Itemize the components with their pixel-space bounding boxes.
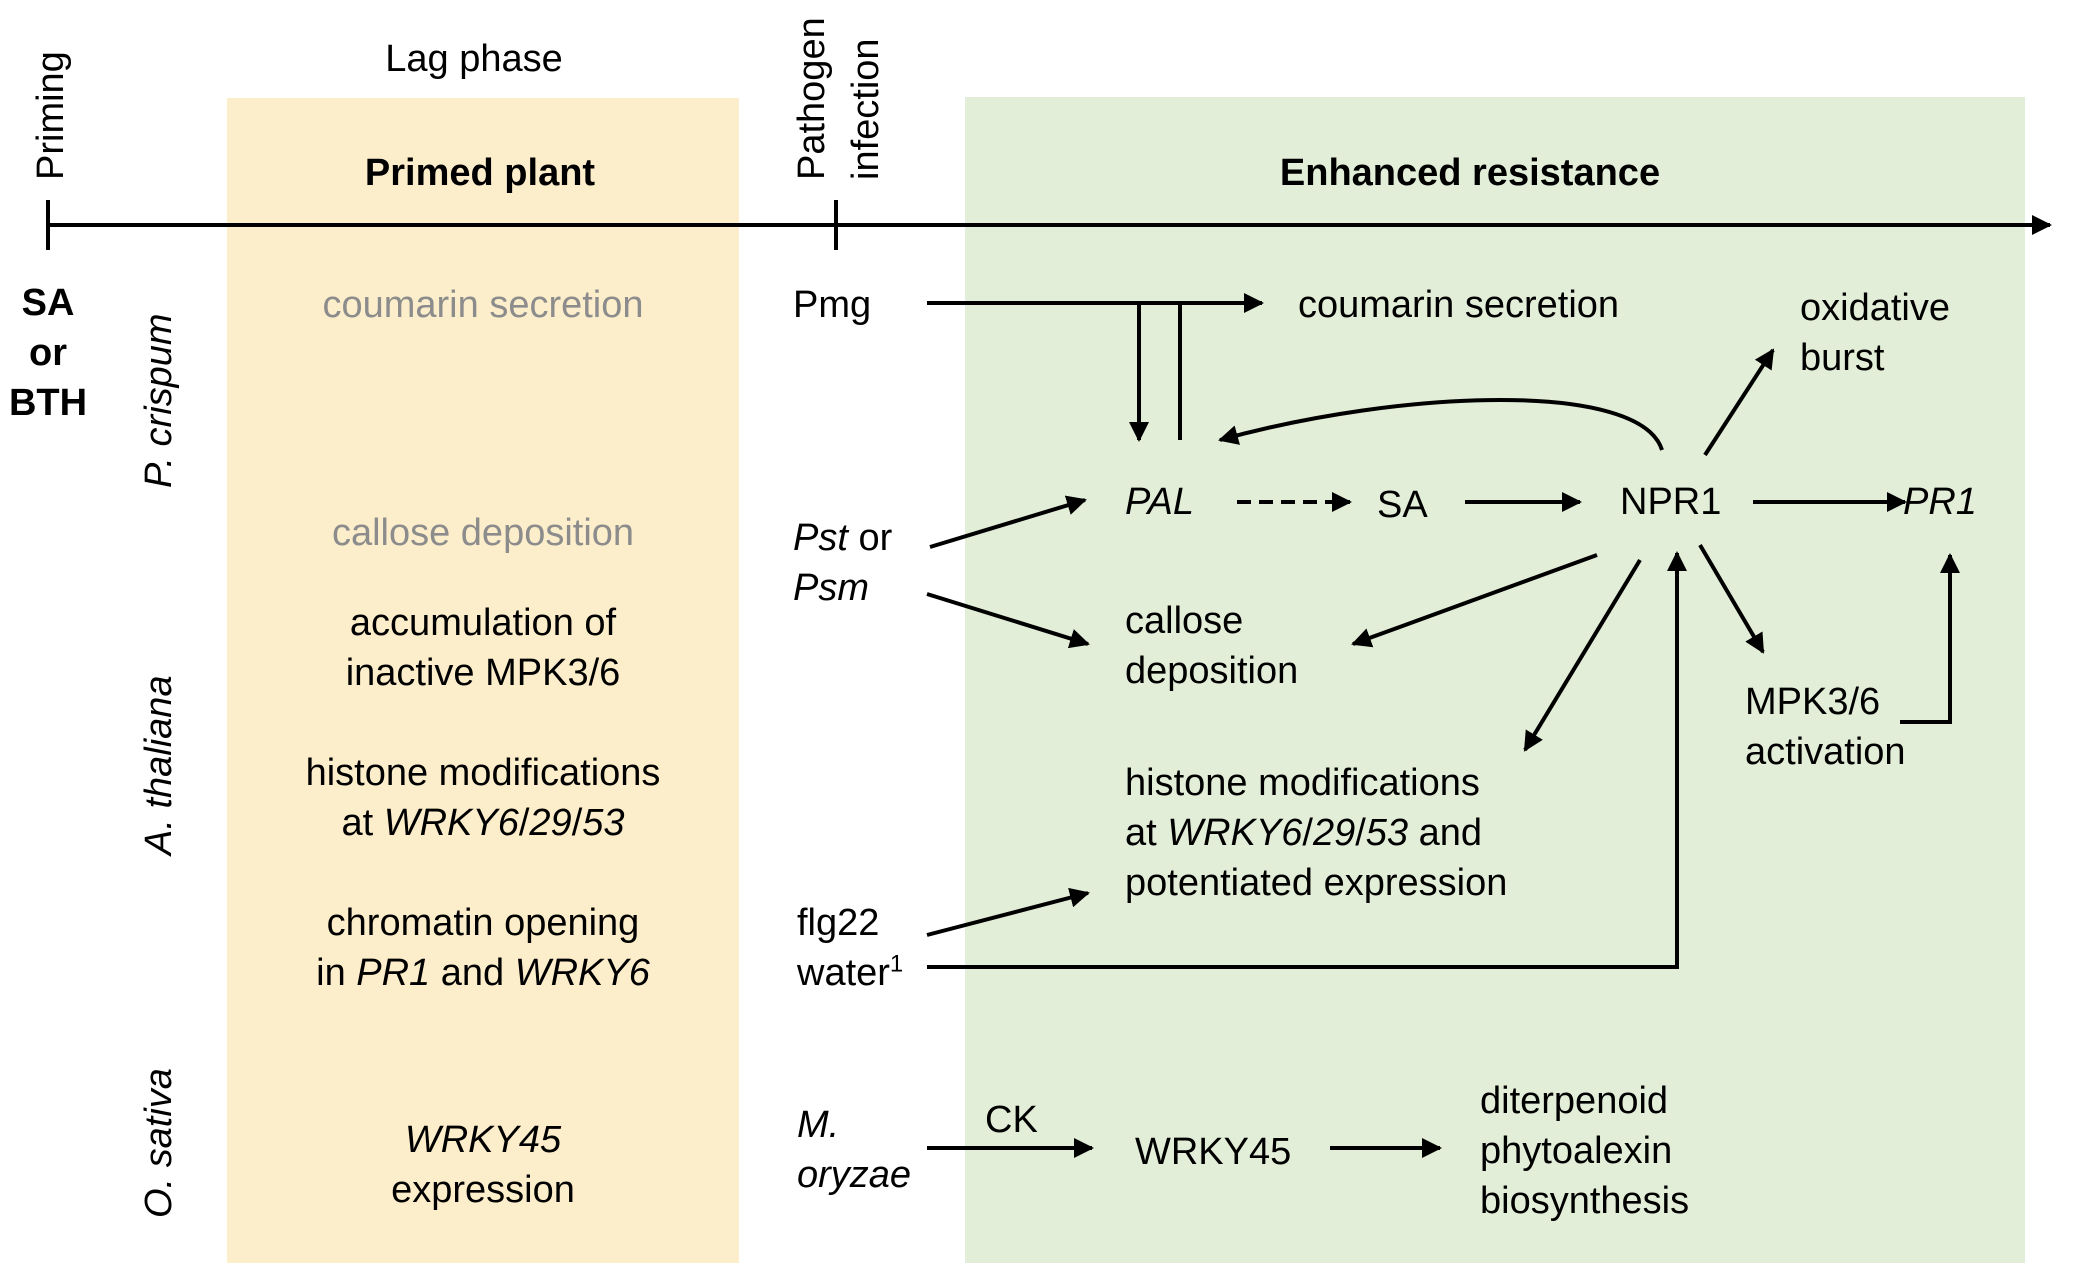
lag-mpk-line1: accumulation of xyxy=(349,602,617,644)
arrow-water-npr1 xyxy=(927,551,1687,969)
trigger-sa: SA xyxy=(21,282,75,324)
arrow-psm-callose xyxy=(926,592,1090,649)
primed-plant-heading: Primed plant xyxy=(364,152,596,194)
elicitor-flg22: flg22 xyxy=(797,902,880,944)
resp-oxidative: oxidative xyxy=(1800,287,1950,329)
arrow-pst-pal xyxy=(929,495,1087,549)
lag-phase-panel xyxy=(227,98,739,1263)
enhanced-resistance-panel xyxy=(965,97,2025,1263)
lag-callose: callose deposition xyxy=(331,512,635,554)
elicitor-water: water1 xyxy=(797,950,904,994)
pathogen-m: M. xyxy=(797,1104,840,1146)
lag-histone-line2: at WRKY6/29/53 xyxy=(341,802,625,844)
lag-coumarin: coumarin secretion xyxy=(322,284,644,326)
lag-chromatin-line2: in PR1 and WRKY6 xyxy=(316,952,650,994)
lag-wrky45-expression: expression xyxy=(391,1169,575,1211)
node-pr1: PR1 xyxy=(1903,481,1977,523)
species-o-sativa: O. sativa xyxy=(138,1068,180,1218)
lag-histone-line1: histone modifications xyxy=(305,752,661,794)
resp-mpk-line2: activation xyxy=(1745,731,1906,773)
arrow-flg22-histone xyxy=(926,887,1090,937)
lag-mpk-line2: inactive MPK3/6 xyxy=(345,652,621,694)
resp-phytoalexin: phytoalexin xyxy=(1480,1130,1673,1172)
trigger-or: or xyxy=(29,332,67,374)
resp-biosynthesis: biosynthesis xyxy=(1480,1180,1690,1222)
arrow-npr1-callose xyxy=(1351,553,1598,648)
lag-phase-label: Lag phase xyxy=(385,38,563,80)
resp-histone-line1: histone modifications xyxy=(1125,762,1480,804)
pathogen-label: Pathogen xyxy=(791,17,833,180)
resp-histone-line3: potentiated expression xyxy=(1125,862,1508,904)
label-ck: CK xyxy=(985,1099,1038,1141)
arrow-mpk-pr1 xyxy=(1900,553,1960,724)
enhanced-resistance-heading: Enhanced resistance xyxy=(1279,152,1661,194)
species-a-thaliana: A. thaliana xyxy=(138,675,180,855)
pathogen-oryzae: oryzae xyxy=(797,1154,912,1196)
resp-mpk-line1: MPK3/6 xyxy=(1745,681,1881,723)
resp-coumarin: coumarin secretion xyxy=(1298,284,1620,326)
pathogen-pmg: Pmg xyxy=(793,284,872,326)
lag-chromatin-line1: chromatin opening xyxy=(326,902,640,944)
arrow-npr1-pal xyxy=(1218,398,1664,451)
arrow-npr1-histone xyxy=(1523,558,1642,752)
arrow-npr1-mpk xyxy=(1698,543,1765,654)
resp-callose-line2: deposition xyxy=(1125,650,1299,692)
arrow-npr1-oxidative xyxy=(1703,348,1775,457)
resp-burst: burst xyxy=(1800,337,1885,379)
trigger-bth: BTH xyxy=(8,382,88,424)
priming-label: Priming xyxy=(30,51,72,180)
node-npr1: NPR1 xyxy=(1620,481,1722,523)
node-pal: PAL xyxy=(1125,481,1195,523)
lag-wrky45: WRKY45 xyxy=(404,1119,562,1161)
node-sa: SA xyxy=(1377,484,1428,526)
pathogen-psm: Psm xyxy=(793,567,869,609)
resp-histone-line2: at WRKY6/29/53 and xyxy=(1125,812,1483,854)
species-p-crispum: P. crispum xyxy=(138,313,180,488)
pathogen-pst: Pst or xyxy=(793,517,893,559)
resp-callose-line1: callose xyxy=(1125,600,1244,642)
resp-diterpenoid: diterpenoid xyxy=(1480,1080,1669,1122)
node-wrky45: WRKY45 xyxy=(1135,1131,1292,1173)
infection-label: infection xyxy=(845,38,887,180)
